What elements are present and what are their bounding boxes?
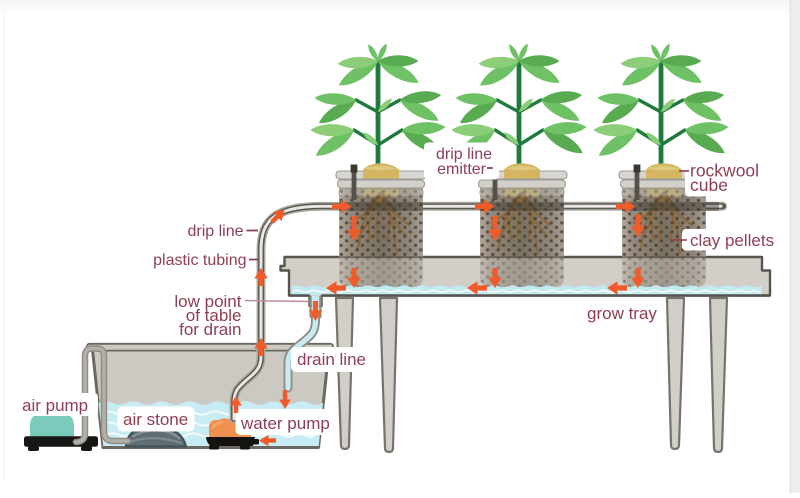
svg-text:for drain: for drain	[179, 320, 241, 339]
svg-text:air stone: air stone	[123, 410, 188, 429]
svg-text:cube: cube	[690, 175, 728, 195]
svg-text:air pump: air pump	[22, 396, 88, 415]
svg-text:drain line: drain line	[297, 350, 366, 369]
svg-text:emitter: emitter	[437, 161, 487, 178]
svg-text:plastic tubing: plastic tubing	[153, 252, 246, 269]
svg-text:water pump: water pump	[240, 414, 330, 433]
svg-text:drip line: drip line	[187, 223, 243, 240]
svg-text:clay pellets: clay pellets	[690, 231, 774, 250]
svg-text:grow tray: grow tray	[587, 304, 657, 323]
